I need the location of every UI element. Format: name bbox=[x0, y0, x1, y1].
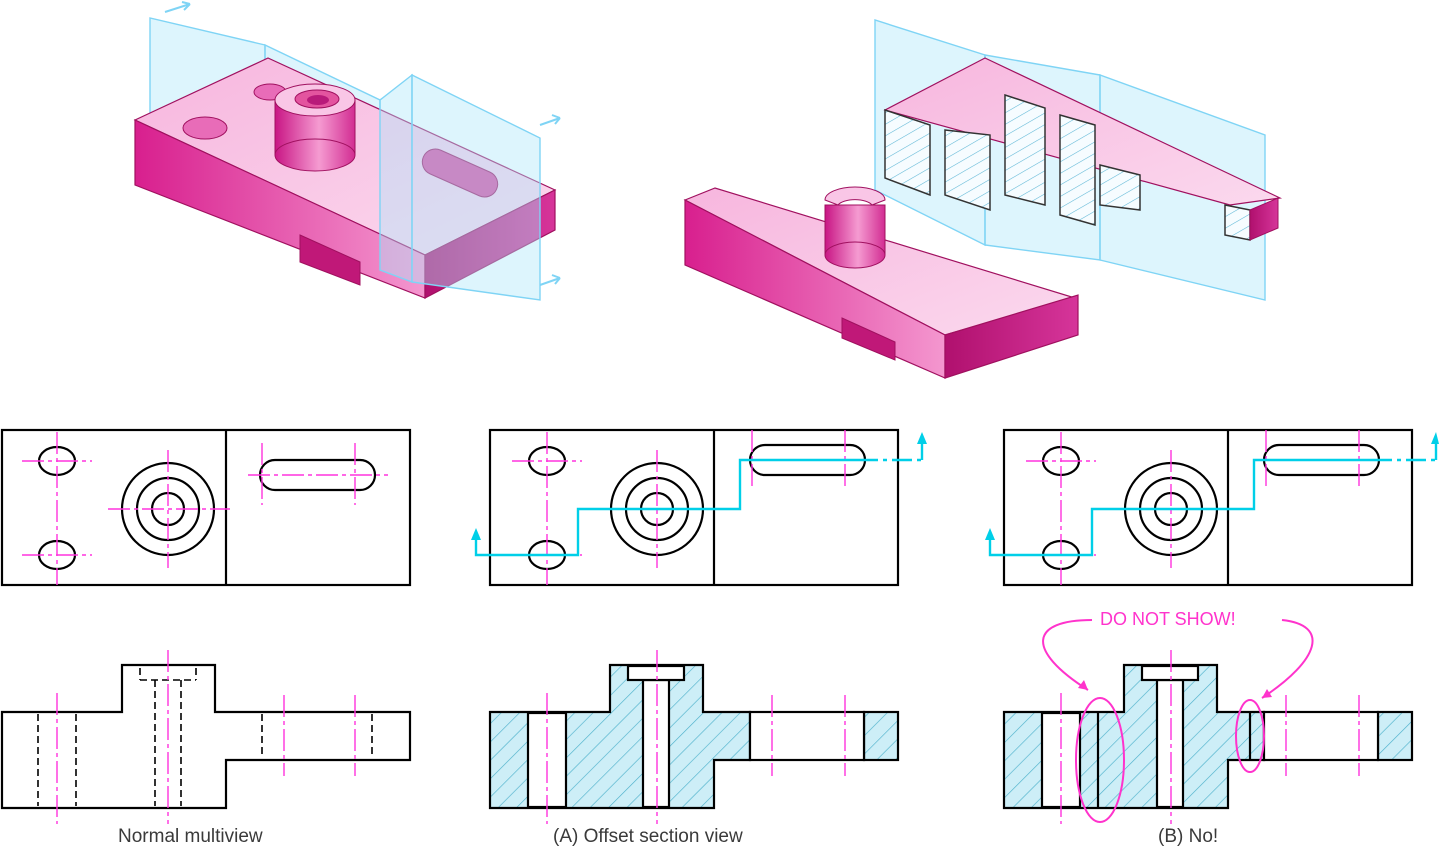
top-notch-hole-left bbox=[182, 116, 228, 140]
cutting-plane-front-right bbox=[411, 73, 541, 301]
normal-top-view-outline bbox=[0, 428, 412, 587]
top-slot bbox=[421, 148, 499, 198]
no-section-hatched-end bbox=[1376, 710, 1414, 762]
caption-offset-section: (A) Offset section view bbox=[553, 826, 743, 847]
do-not-show-ellipse-right bbox=[1235, 699, 1265, 773]
cutting-plane-arrow-icon bbox=[164, 1, 191, 13]
back-piece-section-left bbox=[884, 108, 931, 197]
back-piece-section-boss-right bbox=[1059, 114, 1096, 226]
no-section-counterbore bbox=[1140, 664, 1200, 682]
slab-bottom-step bbox=[299, 234, 361, 286]
cutting-plane-arrow-icon bbox=[471, 528, 481, 540]
no-top-view-outline bbox=[1002, 428, 1414, 587]
caption-normal-multiview: Normal multiview bbox=[118, 826, 263, 847]
do-not-show-ellipse-left bbox=[1075, 697, 1125, 823]
pictorial-whole-part bbox=[133, 1, 561, 301]
normal-front-view-outline bbox=[0, 663, 412, 810]
no-cutting-plane-line bbox=[988, 458, 1372, 557]
pictorial-sectioned-part bbox=[683, 19, 1283, 379]
cutting-plane-arrow-icon bbox=[985, 528, 995, 540]
offset-section-slot-gap bbox=[748, 710, 866, 762]
do-not-show-leader-right bbox=[1261, 619, 1314, 699]
boss-cylinder-bottom bbox=[274, 138, 356, 172]
boss-hole bbox=[307, 95, 329, 105]
no-section-slot-gap bbox=[1262, 710, 1380, 762]
half-boss-top bbox=[824, 186, 886, 206]
cutting-plane-arrow-icon bbox=[1431, 432, 1439, 444]
offset-cutting-plane-line bbox=[474, 458, 858, 557]
offset-section-counterbore bbox=[626, 664, 686, 682]
incorrect-section-view: DO NOT SHOW! bbox=[985, 428, 1439, 824]
front-piece-bottom-step bbox=[841, 317, 896, 361]
cutting-plane-arrow-icon bbox=[539, 274, 561, 286]
back-piece-end-face bbox=[1249, 197, 1279, 241]
do-not-show-leader-left bbox=[1042, 619, 1093, 691]
cutting-plane-front bbox=[379, 73, 413, 284]
cutting-plane-arrow-icon bbox=[917, 432, 927, 444]
no-section-bore bbox=[1155, 678, 1185, 809]
offset-section-bore bbox=[641, 678, 671, 809]
back-piece-section-end bbox=[1224, 204, 1251, 241]
normal-multiview bbox=[0, 428, 412, 824]
back-piece-section-mid bbox=[944, 129, 991, 212]
cutting-plane-arrow-icon bbox=[539, 114, 561, 126]
half-boss-bottom bbox=[824, 241, 886, 269]
offset-top-view-outline bbox=[488, 428, 900, 587]
back-piece-section-boss bbox=[1004, 93, 1046, 206]
back-piece-section-right bbox=[1099, 164, 1141, 211]
do-not-show-annotation: DO NOT SHOW! bbox=[1100, 609, 1236, 629]
offset-section-view bbox=[471, 428, 927, 824]
offset-section-hatched-end bbox=[862, 710, 900, 762]
front-piece-side-face bbox=[944, 294, 1079, 379]
caption-incorrect-section: (B) No! bbox=[1158, 826, 1219, 847]
